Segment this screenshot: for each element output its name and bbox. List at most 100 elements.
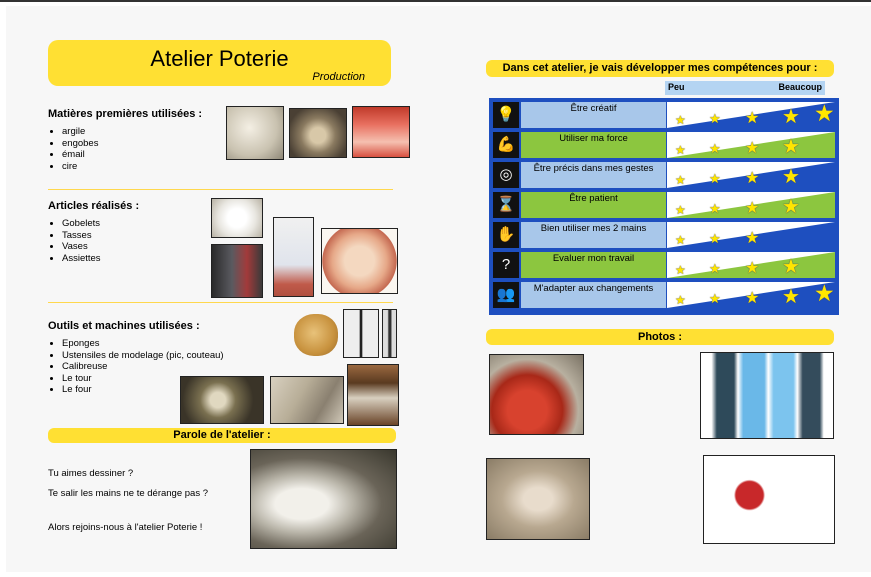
- star-icon: ★: [745, 140, 760, 157]
- skill-label: Utiliser ma force: [521, 132, 666, 158]
- star-icon: ★: [675, 293, 686, 307]
- skill-row: ⌛ Être patient ★ ★ ★ ★: [491, 190, 837, 220]
- skill-label: Être créatif: [521, 102, 666, 128]
- list-item: émail: [62, 149, 98, 161]
- skill-label: Bien utiliser mes 2 mains: [521, 222, 666, 248]
- star-icon: ★: [745, 290, 760, 307]
- hands-working-photo: [486, 458, 590, 540]
- list-item: Assiettes: [62, 253, 101, 265]
- mug-photo: [211, 244, 263, 298]
- parole-line-1: Tu aimes dessiner ?: [48, 468, 134, 479]
- target-icon: ◎: [493, 162, 519, 188]
- glazing-photo: [489, 354, 584, 435]
- lightbulb-icon: 💡: [493, 102, 519, 128]
- parole-line-3: Alors rejoins-nous à l'atelier Poterie !: [48, 522, 203, 533]
- skill-rating: ★ ★ ★ ★: [667, 132, 835, 158]
- cups-photo: [700, 352, 834, 439]
- materials-heading: Matières premières utilisées :: [48, 108, 203, 120]
- rating-ramp-shape: [667, 162, 835, 188]
- knife-photo: [382, 309, 397, 358]
- list-item: cire: [62, 161, 98, 173]
- star-icon: ★: [675, 203, 686, 217]
- scale-high-label: Beaucoup: [778, 82, 822, 92]
- star-icon: ★: [709, 171, 721, 186]
- painting-pot-photo: [250, 449, 397, 549]
- modeling-tool-photo: [343, 309, 379, 358]
- glaze-photo: [352, 106, 410, 158]
- star-icon: ★: [782, 106, 800, 128]
- skill-row: ✋ Bien utiliser mes 2 mains ★ ★ ★: [491, 220, 837, 250]
- skill-rating: ★ ★ ★ ★: [667, 252, 835, 278]
- sponge-photo: [294, 314, 338, 356]
- list-item: Vases: [62, 241, 101, 253]
- skill-rating: ★ ★ ★ ★ ★: [667, 280, 835, 308]
- articles-heading: Articles réalisés :: [48, 200, 140, 212]
- star-icon: ★: [675, 173, 686, 187]
- rating-ramp-shape: [667, 132, 835, 158]
- star-icon: ★: [782, 196, 800, 218]
- parole-line-2: Te salir les mains ne te dérange pas ?: [48, 488, 209, 499]
- plate-photo: [321, 228, 398, 294]
- list-item: Le four: [62, 384, 224, 396]
- tools-list: Eponges Ustensiles de modelage (pic, cou…: [36, 338, 224, 396]
- star-icon: ★: [745, 200, 760, 217]
- top-rule: [0, 0, 871, 2]
- skill-row: ◎ Être précis dans mes gestes ★ ★ ★ ★: [491, 160, 837, 190]
- tools-heading: Outils et machines utilisées :: [48, 320, 200, 332]
- skills-banner: Dans cet atelier, je vais développer mes…: [486, 60, 834, 77]
- star-icon: ★: [675, 143, 686, 157]
- skills-table: 💡 Être créatif ★ ★ ★ ★ ★ 💪 Utiliser ma f…: [489, 98, 839, 315]
- skill-rating: ★ ★ ★ ★: [667, 192, 835, 218]
- tableware-photo: [703, 455, 835, 544]
- skill-row: ? Evaluer mon travail ★ ★ ★ ★: [491, 250, 837, 280]
- list-item: Ustensiles de modelage (pic, couteau): [62, 350, 224, 362]
- rating-ramp-shape: [667, 222, 835, 248]
- kiln-photo: [347, 364, 399, 426]
- star-icon: ★: [745, 110, 760, 127]
- engobe-photo: [289, 108, 347, 158]
- star-icon: ★: [709, 141, 721, 156]
- parole-banner: Parole de l'atelier :: [48, 428, 396, 443]
- photos-banner: Photos :: [486, 329, 834, 345]
- star-icon: ★: [745, 230, 760, 247]
- list-item: Calibreuse: [62, 361, 224, 373]
- list-item: Gobelets: [62, 218, 101, 230]
- star-icon: ★: [745, 260, 760, 277]
- calibrator-photo: [270, 376, 344, 424]
- rating-ramp-shape: [667, 102, 835, 128]
- star-icon: ★: [709, 291, 721, 306]
- star-icon: ★: [814, 100, 835, 126]
- cup-photo: [211, 198, 263, 238]
- star-icon: ★: [782, 166, 800, 188]
- list-item: argile: [62, 126, 98, 138]
- star-icon: ★: [782, 136, 800, 158]
- star-icon: ★: [745, 170, 760, 187]
- skill-label: M'adapter aux changements: [521, 282, 666, 308]
- star-icon: ★: [814, 280, 835, 306]
- wheel-photo: [180, 376, 264, 424]
- skill-label: Être précis dans mes gestes: [521, 162, 666, 188]
- hands-icon: ✋: [493, 222, 519, 248]
- vase-photo: [273, 217, 314, 297]
- muscle-arm-icon: 💪: [493, 132, 519, 158]
- list-item: engobes: [62, 138, 98, 150]
- list-item: Le tour: [62, 373, 224, 385]
- star-icon: ★: [675, 113, 686, 127]
- skill-row: 💪 Utiliser ma force ★ ★ ★ ★: [491, 130, 837, 160]
- hourglass-icon: ⌛: [493, 192, 519, 218]
- skill-rating: ★ ★ ★: [667, 222, 835, 248]
- star-icon: ★: [709, 201, 721, 216]
- skill-scale: Peu Beaucoup: [665, 81, 825, 95]
- materials-list: argile engobes émail cire: [36, 126, 98, 172]
- articles-list: Gobelets Tasses Vases Assiettes: [36, 218, 101, 264]
- skill-rating: ★ ★ ★ ★: [667, 162, 835, 188]
- star-icon: ★: [782, 256, 800, 278]
- list-item: Eponges: [62, 338, 224, 350]
- star-icon: ★: [709, 261, 721, 276]
- list-item: Tasses: [62, 230, 101, 242]
- skill-row: 💡 Être créatif ★ ★ ★ ★ ★: [491, 100, 837, 130]
- scale-low-label: Peu: [668, 82, 685, 92]
- star-icon: ★: [709, 231, 721, 246]
- divider: [48, 302, 393, 303]
- star-icon: ★: [675, 233, 686, 247]
